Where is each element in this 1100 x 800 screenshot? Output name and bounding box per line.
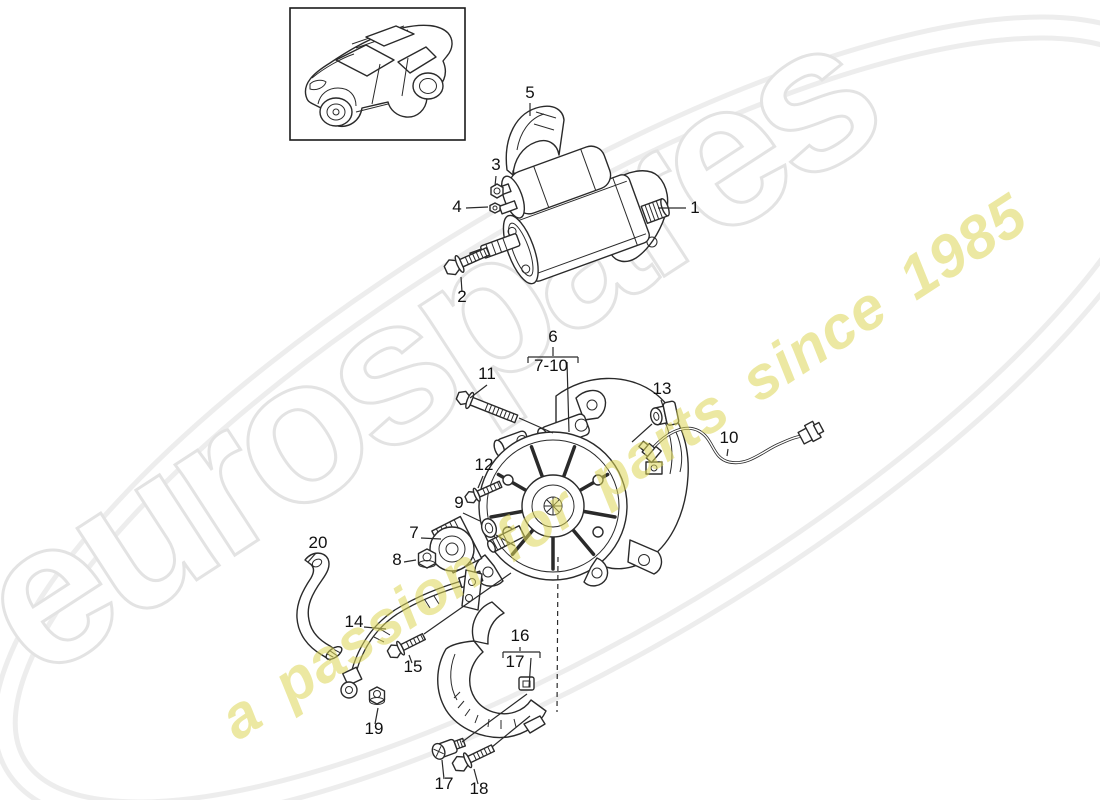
callout-10: 10 (720, 428, 739, 447)
pulley (429, 515, 483, 574)
callout-labels: 5 3 4 2 1 6 7-10 11 13 10 12 9 7 8 20 14… (309, 83, 739, 798)
callout-4: 4 (452, 197, 461, 216)
clip-nut-17 (431, 737, 467, 760)
nut-4 (489, 202, 501, 214)
callout-1: 1 (690, 198, 699, 217)
air-guide-duct (437, 601, 547, 739)
leader-lines (307, 103, 729, 785)
callout-18: 18 (470, 779, 489, 798)
porsche-cayenne-icon (304, 24, 453, 128)
callout-3: 3 (491, 155, 500, 174)
alternator (474, 377, 689, 587)
callout-17-bottom: 17 (435, 774, 454, 793)
bolt-2 (443, 247, 491, 276)
bracket-20 (296, 552, 343, 661)
bolt-11 (455, 390, 519, 424)
battery-cable-14 (340, 569, 484, 699)
callout-9: 9 (454, 493, 463, 512)
vehicle-thumbnail (289, 7, 466, 141)
callout-2: 2 (457, 287, 466, 306)
nut-19 (368, 686, 386, 705)
callout-7-10: 7-10 (534, 356, 568, 375)
callout-6: 6 (548, 327, 557, 346)
callout-16: 16 (511, 626, 530, 645)
nut-8 (417, 548, 437, 569)
bolt-18 (451, 744, 496, 772)
callout-13: 13 (653, 379, 672, 398)
callout-8: 8 (392, 550, 401, 569)
callout-11: 11 (478, 364, 496, 383)
callout-7: 7 (409, 523, 418, 542)
nut-3 (490, 183, 504, 199)
callout-20: 20 (309, 533, 328, 552)
callout-19: 19 (365, 719, 384, 738)
callout-5: 5 (525, 83, 534, 102)
washer-9 (480, 518, 498, 538)
callout-17-group: 17 (506, 652, 525, 671)
starter-motor (469, 145, 670, 285)
callout-14: 14 (345, 612, 364, 631)
bolt-15 (386, 633, 427, 659)
bolt-12 (464, 480, 503, 504)
callout-15: 15 (404, 657, 423, 676)
mount-13 (649, 400, 680, 426)
callout-12: 12 (475, 455, 494, 474)
sensor-cable-10 (638, 420, 825, 465)
